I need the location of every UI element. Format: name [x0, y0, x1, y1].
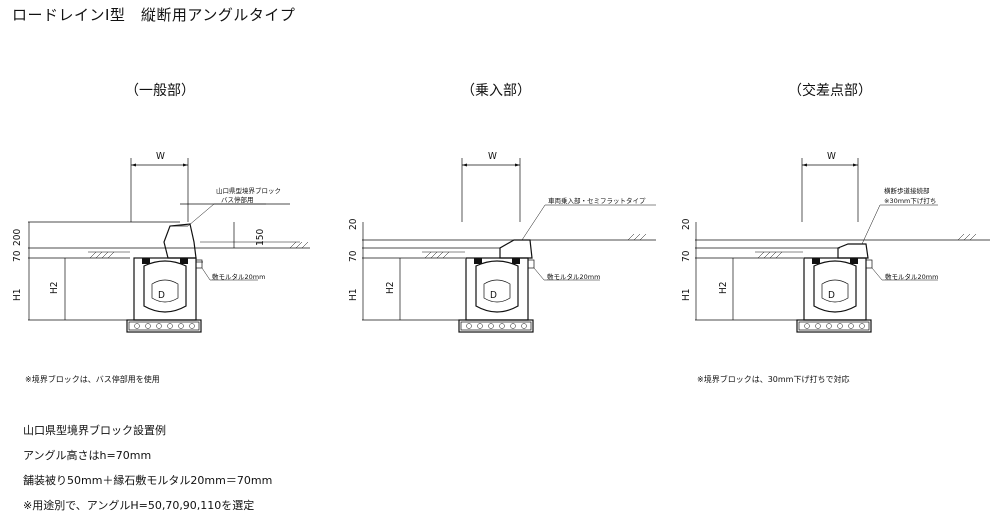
note-line-1: 山口県型境界ブロック設置例 — [23, 424, 166, 437]
dim-20-entrance: 20 — [348, 218, 359, 230]
note-general: ※境界ブロックは、バス停部用を使用 — [25, 375, 160, 384]
section-title-entrance: （乗入部） — [461, 83, 531, 99]
section-drawing-entrance: W 20 70 H1 H2 D — [348, 151, 656, 333]
label-entrance-type: 車両乗入部・セミフラットタイプ — [548, 196, 646, 205]
dim-w-general: W — [156, 151, 165, 162]
dim-d-intersection: D — [828, 290, 835, 301]
section-title-intersection: （交差点部） — [788, 83, 872, 99]
label-bus-stop-general: バス停部用 — [221, 195, 254, 204]
dim-d-general: D — [158, 290, 165, 301]
label-mortar-intersection: 敷モルタル20mm — [885, 272, 938, 281]
note-line-3: 舗装被り50mm＋縁石敷モルタル20mm＝70mm — [23, 474, 273, 487]
dim-20-intersection: 20 — [681, 218, 692, 230]
dim-w-intersection: W — [827, 151, 836, 162]
label-mortar-entrance: 敷モルタル20mm — [547, 272, 600, 281]
dim-70-intersection: 70 — [681, 250, 692, 262]
note-line-4: ※用途別で、アングルH=50,70,90,110を選定 — [23, 499, 255, 512]
label-boundary-block-general: 山口県型境界ブロック — [216, 186, 281, 195]
notes-block: 山口県型境界ブロック設置例 アングル高さはh=70mm 舗装被り50mm＋縁石敷… — [23, 418, 272, 518]
label-crosswalk-connection: 横断歩道接続部 — [884, 186, 930, 195]
dim-h1-intersection: H1 — [681, 289, 692, 302]
dim-h2-entrance: H2 — [385, 282, 396, 295]
page-title: ロードレインⅠ型 縦断用アングルタイプ — [12, 6, 296, 24]
dim-w-entrance: W — [488, 151, 497, 162]
dim-200-general: 200 — [12, 229, 23, 246]
note-line-2: アングル高さはh=70mm — [23, 449, 152, 462]
note-intersection: ※境界ブロックは、30mm下げ打ちで対応 — [697, 375, 850, 384]
section-title-general: （一般部） — [125, 83, 195, 99]
label-mortar-general: 敷モルタル20mm — [212, 272, 265, 281]
dim-d-entrance: D — [490, 290, 497, 301]
label-lowered-30mm: ※30mm下げ打ち — [884, 196, 936, 205]
dim-h1-entrance: H1 — [348, 289, 359, 302]
dim-70-general: 70 — [12, 250, 23, 262]
section-drawing-general: W 200 70 H1 H2 150 — [12, 151, 310, 333]
section-drawing-intersection: W 20 70 H1 H2 D — [681, 151, 990, 333]
dim-h2-general: H2 — [49, 282, 60, 295]
dim-h2-intersection: H2 — [718, 282, 729, 295]
dim-70-entrance: 70 — [348, 250, 359, 262]
dim-150-general: 150 — [255, 229, 266, 246]
dim-h1-general: H1 — [12, 289, 23, 302]
